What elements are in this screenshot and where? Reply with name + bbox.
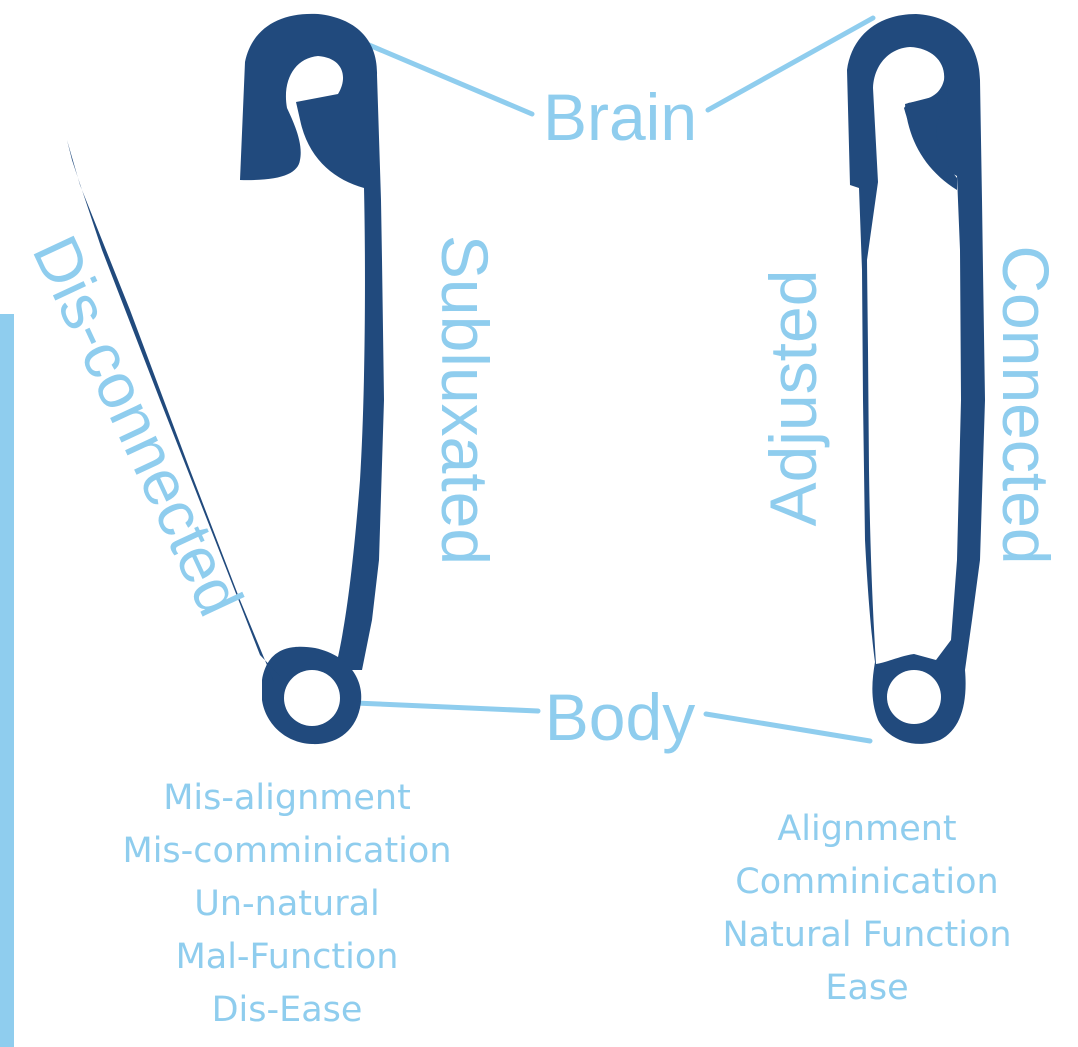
list-item: Natural Function: [660, 909, 1074, 962]
subluxated-label: Subluxated: [428, 235, 502, 565]
body-label: Body: [545, 680, 695, 754]
disconnected-label: Dis-connected: [19, 225, 257, 626]
list-item: Alignment: [660, 803, 1074, 856]
closed-pin-loop-hole: [887, 670, 941, 724]
list-item: Ease: [660, 962, 1074, 1015]
closed-safety-pin: [847, 14, 985, 744]
list-item: Mal-Function: [80, 931, 494, 984]
connected-label: Connected: [989, 245, 1063, 564]
connector-body-left: [355, 703, 538, 711]
connector-body-right: [706, 714, 870, 741]
list-item: Comminication: [660, 856, 1074, 909]
open-pin-loop-hole: [284, 670, 340, 726]
brain-label: Brain: [543, 80, 697, 154]
list-item: Mis-comminication: [80, 825, 494, 878]
adjusted-label: Adjusted: [756, 270, 830, 527]
adjusted-effects-list: Alignment Comminication Natural Function…: [660, 803, 1074, 1015]
list-item: Mis-alignment: [80, 772, 494, 825]
list-item: Dis-Ease: [80, 984, 494, 1037]
list-item: Un-natural: [80, 878, 494, 931]
subluxated-effects-list: Mis-alignment Mis-comminication Un-natur…: [80, 772, 494, 1037]
open-pin-head: [240, 14, 384, 670]
